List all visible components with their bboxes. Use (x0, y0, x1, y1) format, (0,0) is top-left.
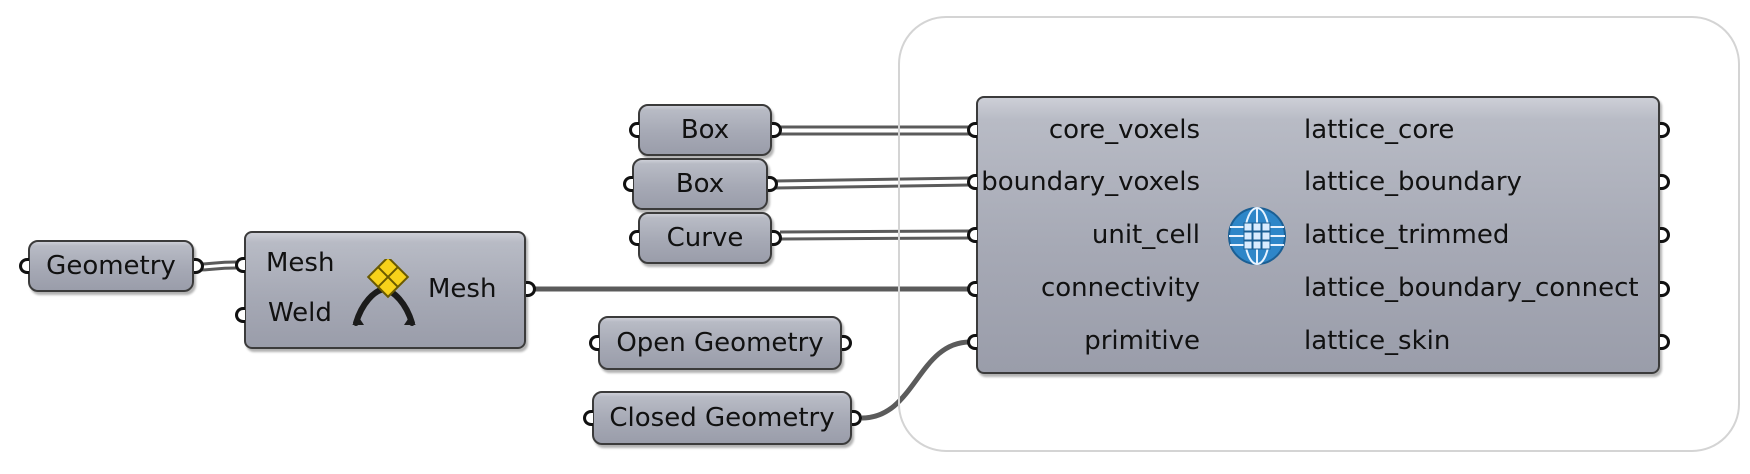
input-core-voxels-port[interactable] (967, 122, 977, 138)
input-mesh-label: Mesh (266, 248, 335, 278)
input-weld-label: Weld (268, 298, 332, 328)
weld-mesh-icon (352, 259, 416, 326)
input-boundary-voxels-label: boundary_voxels (981, 167, 1200, 197)
wire-curve-to-unit-cell[interactable] (779, 229, 971, 234)
output-mesh-label: Mesh (428, 274, 497, 304)
open-geometry-param-label: Open Geometry (616, 328, 824, 358)
output-lattice-core-port[interactable] (1660, 122, 1670, 138)
box-param-1-label: Box (680, 115, 730, 145)
wire-box-to-boundary-voxels[interactable] (774, 176, 971, 183)
output-lattice-boundary-port[interactable] (1660, 174, 1670, 190)
closed-geometry-param-label: Closed Geometry (609, 403, 835, 433)
input-connectivity-port[interactable] (967, 281, 977, 297)
weld-input-mesh-port[interactable] (235, 257, 245, 273)
input-unit-cell-port[interactable] (967, 227, 977, 243)
input-boundary-voxels-port[interactable] (967, 174, 977, 190)
box-param-1-input-port[interactable] (629, 122, 639, 138)
geometry-param-input-port[interactable] (19, 258, 29, 274)
weld-mesh-component[interactable]: Mesh Weld Mesh (244, 231, 526, 349)
weld-output-mesh-port[interactable] (526, 281, 536, 297)
box-param-2-label: Box (675, 169, 725, 199)
input-primitive-port[interactable] (967, 334, 977, 350)
geometry-param[interactable]: Geometry (28, 240, 194, 292)
weld-input-weld-port[interactable] (235, 307, 245, 323)
box-param-2-input-port[interactable] (623, 176, 633, 192)
output-lattice-boundary-label: lattice_boundary (1304, 167, 1522, 197)
geometry-param-label: Geometry (46, 251, 176, 281)
box-param-2-output-port[interactable] (768, 176, 778, 192)
box-param-1[interactable]: Box (638, 104, 772, 156)
closed-geometry-output-port[interactable] (852, 410, 862, 426)
globe-lattice-icon (1228, 207, 1286, 265)
closed-geometry-param[interactable]: Closed Geometry (592, 391, 852, 445)
input-primitive-label: primitive (1084, 326, 1200, 356)
box-param-1-output-port[interactable] (772, 122, 782, 138)
output-lattice-skin-port[interactable] (1660, 334, 1670, 350)
curve-param[interactable]: Curve (638, 212, 772, 264)
input-core-voxels-label: core_voxels (1048, 115, 1200, 145)
curve-param-label: Curve (666, 223, 744, 253)
output-lattice-trimmed-port[interactable] (1660, 227, 1670, 243)
open-geometry-param[interactable]: Open Geometry (598, 316, 842, 370)
component-group[interactable] (898, 16, 1740, 452)
output-lattice-core-label: lattice_core (1304, 115, 1455, 145)
wire-closed-geometry-to-primitive[interactable] (861, 339, 971, 421)
output-lattice-trimmed-label: lattice_trimmed (1304, 220, 1510, 250)
curve-param-output-port[interactable] (772, 230, 782, 246)
open-geometry-input-port[interactable] (589, 335, 599, 351)
closed-geometry-input-port[interactable] (583, 410, 593, 426)
output-lattice-skin-label: lattice_skin (1304, 326, 1451, 356)
lattice-component[interactable]: core_voxels boundary_voxels unit_cell co… (976, 96, 1660, 374)
input-connectivity-label: connectivity (1040, 273, 1200, 303)
output-lattice-boundary-connect-port[interactable] (1660, 281, 1670, 297)
box-param-2[interactable]: Box (632, 158, 768, 210)
curve-param-input-port[interactable] (629, 230, 639, 246)
open-geometry-output-port[interactable] (842, 335, 852, 351)
geometry-param-output-port[interactable] (194, 258, 204, 274)
output-lattice-boundary-connect-label: lattice_boundary_connect (1304, 273, 1639, 303)
input-unit-cell-label: unit_cell (1091, 220, 1200, 250)
